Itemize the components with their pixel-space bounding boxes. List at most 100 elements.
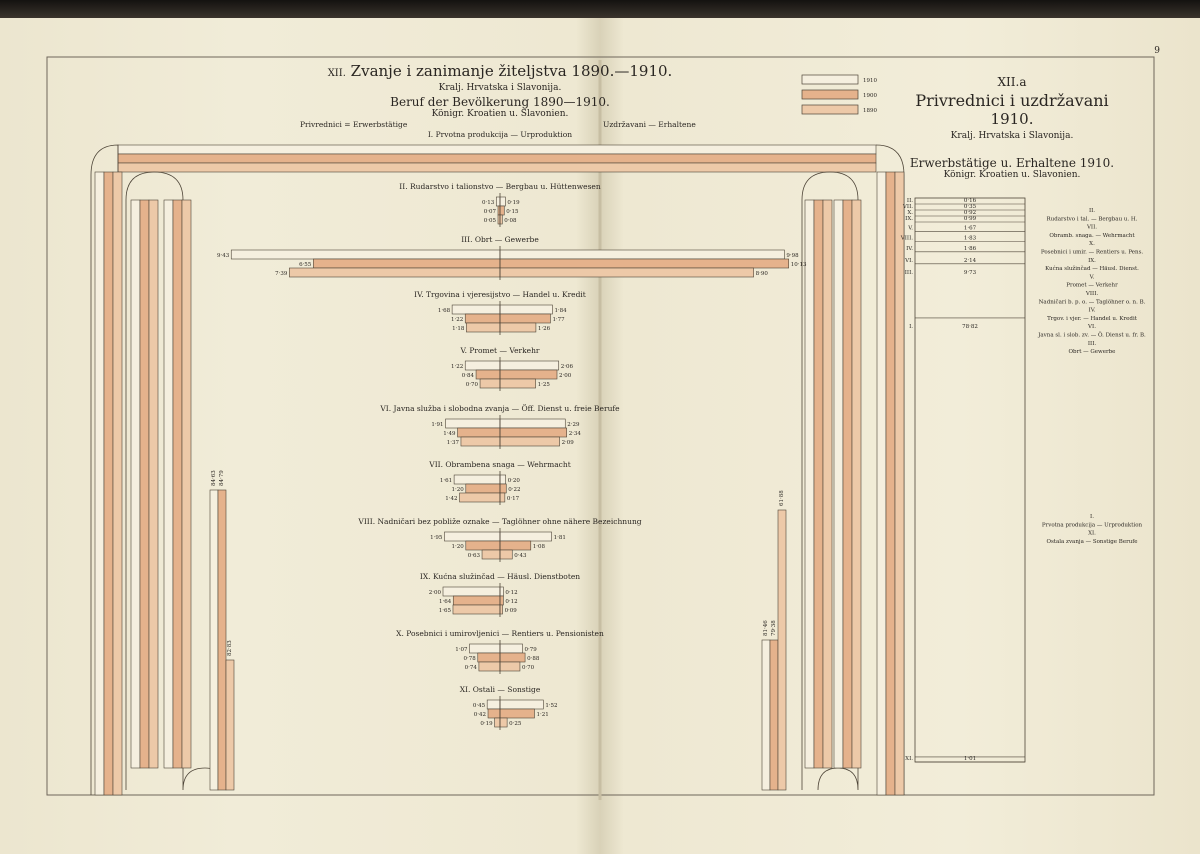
sector-i-dependent-strip: [777, 509, 787, 791]
dependent-bar: [499, 699, 544, 710]
group-title: V. Promet — Verkehr: [459, 346, 539, 355]
dependent-value: 1·25: [538, 382, 551, 388]
earner-value: 0·45: [473, 703, 486, 709]
earner-bar: [459, 492, 501, 503]
chart2-title-de: Erwerbstätige u. Erhaltene 1910.: [909, 156, 1115, 170]
dependent-value: 2·34: [569, 431, 582, 437]
sector-i-dependent-inner: [822, 199, 833, 769]
sector-i-dependent-label: 79·38: [771, 620, 777, 636]
dependent-value: 0·22: [508, 487, 520, 493]
earner-value: 1·49: [443, 431, 456, 437]
earner-value: 1·22: [451, 364, 463, 370]
dependent-value: 0·15: [506, 209, 519, 215]
chart-title-text: Zvanje i zanimanje žiteljstva 1890.—1910…: [350, 62, 673, 80]
stack-roman: VI.: [904, 258, 913, 264]
dependent-value: 1·81: [554, 535, 566, 541]
sector-i-dependent-label: 81·46: [763, 620, 769, 636]
earner-bar: [452, 604, 501, 615]
dependent-value: 0·17: [507, 496, 520, 502]
key-line: Posebnici i umir. — Rentiers u. Pens.: [1041, 250, 1144, 256]
earner-bar: [444, 531, 501, 542]
stack-value: 78·82: [962, 324, 978, 330]
earner-value: 2·00: [429, 590, 442, 596]
stack-roman: V.: [907, 225, 913, 231]
sector-i-dependent-inner: [813, 199, 824, 769]
earner-value: 1·22: [451, 317, 463, 323]
right-axis-label: Uzdržavani — Erhaltene: [603, 120, 696, 129]
group-title: II. Rudarstvo i talionstvo — Bergbau u. …: [399, 182, 601, 191]
key-line: Promet — Verkehr: [1066, 283, 1118, 289]
legend-swatch: [801, 74, 859, 85]
dependent-bar: [499, 258, 790, 269]
earner-bar: [477, 652, 501, 663]
dependent-bar: [499, 586, 504, 597]
sector-i-title: I. Prvotna produkcija — Urproduktion: [428, 130, 572, 139]
dependent-value: 2·06: [561, 364, 574, 370]
dependent-value: 0·08: [504, 218, 517, 224]
earner-bar: [465, 540, 501, 551]
dependent-bar: [499, 652, 526, 663]
dependent-bar: [499, 643, 523, 654]
earner-value: 1·37: [447, 440, 460, 446]
earner-value: 0·07: [484, 209, 497, 215]
sector-i-earner-strip: [209, 489, 219, 791]
earner-bar: [289, 267, 501, 278]
dependent-value: 8·90: [756, 271, 769, 277]
earner-bar: [460, 436, 501, 447]
dependent-bar: [499, 360, 560, 371]
group-title: VI. Javna služba i slobodna zvanja — Öff…: [379, 404, 620, 413]
earner-bar: [486, 699, 501, 710]
stack-roman: III.: [905, 270, 914, 276]
earner-bar: [445, 418, 501, 429]
earner-value: 1·95: [430, 535, 443, 541]
chart-title-roman: XII.: [327, 68, 346, 79]
sector-i-dependent-band: [876, 171, 887, 796]
dependent-value: 0·12: [505, 599, 517, 605]
dependent-bar: [499, 474, 506, 485]
sector-i-dependent-inner: [842, 199, 853, 769]
group-title: XI. Ostali — Sonstige: [460, 685, 541, 694]
sector-i-earner-label: 82·83: [227, 640, 233, 656]
earner-bar: [475, 369, 501, 380]
key-line: V.: [1089, 274, 1095, 280]
sector-i-earner-inner: [148, 199, 159, 769]
dependent-value: 0·79: [525, 647, 538, 653]
earner-bar: [313, 258, 501, 269]
stack-value: 1·67: [964, 225, 977, 231]
dependent-bar: [499, 196, 506, 207]
dependent-value: 0·88: [527, 656, 540, 662]
chart-subtitle-de: Königr. Kroatien u. Slavonien.: [431, 109, 569, 119]
key-line: VI.: [1087, 324, 1096, 330]
chart2-subtitle-hr: Kralj. Hrvatska i Slavonija.: [950, 131, 1074, 141]
key-line: VII.: [1086, 225, 1097, 231]
dependent-bar: [499, 661, 521, 672]
left-axis-label: Privrednici = Erwerbstätige: [300, 120, 408, 129]
dependent-value: 1·52: [545, 703, 557, 709]
sector-i-earner-strip: [225, 659, 235, 791]
stack-value: 9·73: [964, 270, 977, 276]
key-line: Rudarstvo i tal. — Bergbau u. H.: [1047, 216, 1138, 222]
key-line: Trgov. i vjer. — Handel u. Kredit: [1047, 316, 1138, 322]
chart-title-de: Beruf der Bevölkerung 1890—1910.: [390, 95, 610, 109]
stack-value: 1·86: [964, 246, 977, 252]
stack-roman: IV.: [906, 246, 913, 252]
dependent-bar: [499, 595, 504, 606]
dependent-value: 1·77: [552, 317, 565, 323]
chart-title: XII. Zvanje i zanimanje žiteljstva 1890.…: [328, 64, 673, 79]
sector-i-dependent-inner: [851, 199, 862, 769]
dependent-value: 1·08: [533, 544, 546, 550]
dependent-bar: [499, 427, 567, 438]
dependent-value: 0·12: [505, 590, 517, 596]
earner-value: 6·55: [299, 262, 312, 268]
dependent-bar: [499, 369, 558, 380]
sector-i-dependent-strip: [761, 639, 771, 791]
legend-label: 1910: [863, 78, 877, 84]
sector-i-dependent-inner: [804, 199, 815, 769]
earner-value: 1·18: [452, 326, 465, 332]
earner-bar: [457, 427, 501, 438]
earner-value: 9·43: [217, 253, 230, 259]
legend-swatch: [801, 89, 859, 100]
key-line: X.: [1089, 241, 1095, 247]
